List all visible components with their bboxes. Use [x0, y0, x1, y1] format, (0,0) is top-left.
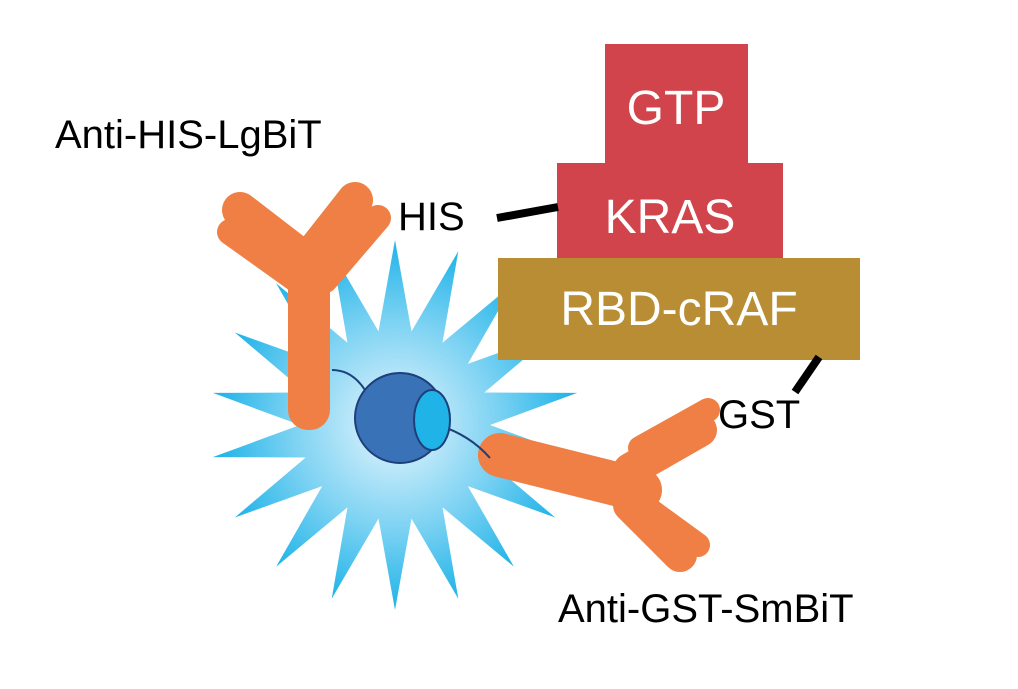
rbd-craf-box: [498, 258, 860, 360]
gst-tag-connector: [791, 354, 823, 395]
anti-his-antibody: [217, 182, 391, 430]
rbd-craf-label: RBD-cRAF: [560, 283, 797, 336]
anti-his-lgbit-label: Anti-HIS-LgBiT: [55, 113, 322, 157]
anti-gst-antibody: [478, 398, 720, 572]
kras-box: [557, 163, 783, 273]
gtp-label: GTP: [627, 82, 726, 135]
gst-tag-label: GST: [718, 393, 800, 437]
lgbit-tether: [331, 369, 366, 391]
his-tag-connector: [496, 203, 559, 222]
luciferase-complex: [354, 372, 451, 464]
kras-label: KRAS: [605, 191, 736, 244]
his-tag-label: HIS: [398, 195, 465, 239]
anti-gst-smbit-label: Anti-GST-SmBiT: [558, 587, 854, 631]
gtp-box: [605, 44, 748, 166]
